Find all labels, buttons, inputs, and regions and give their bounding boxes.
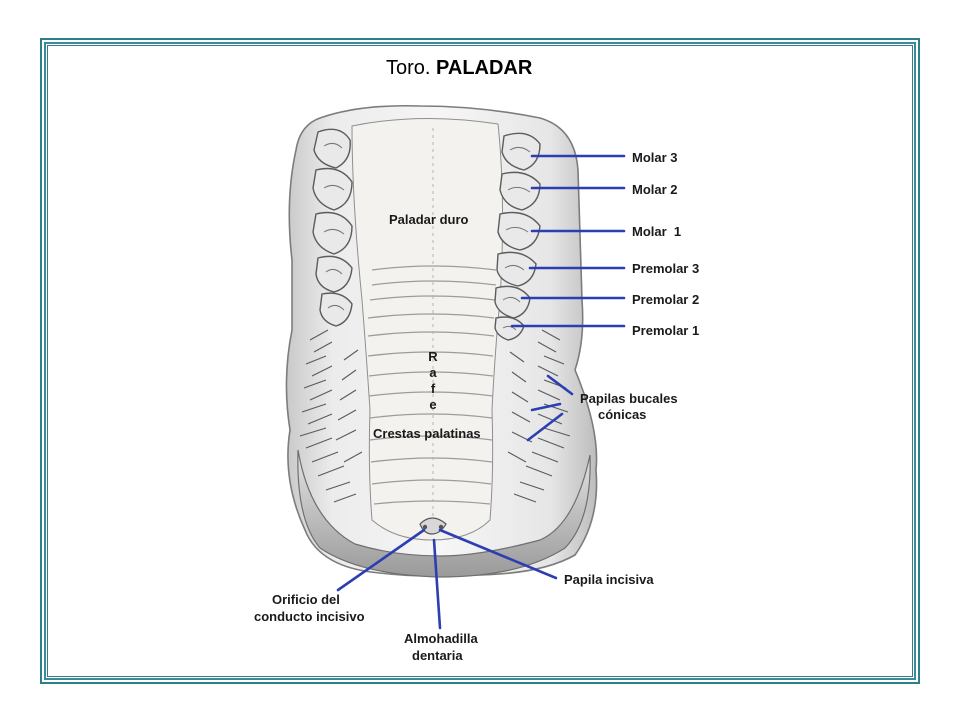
leader-papila-incisiva [438,528,558,580]
label-molar2: Molar 2 [632,182,678,197]
label-orificio-line1: Orificio del [272,592,340,607]
buccal-papillae-left [299,329,363,503]
leader-papilas-2 [530,402,562,412]
left-teeth-row [312,128,353,327]
label-molar3: Molar 3 [632,150,678,165]
label-rafe-e: e [429,397,436,412]
left-teeth-detail [323,142,345,311]
dental-pad [297,449,591,578]
label-rafe-r: R [428,349,438,364]
right-teeth-detail [502,146,531,331]
label-papilas-line2: cónicas [598,407,646,422]
leader-orificio [336,528,426,592]
slide-frame [40,38,920,684]
label-rafe-f: f [431,381,436,396]
label-orificio-line2: conducto incisivo [254,609,365,624]
title-prefix: Toro. [386,57,431,79]
leader-papilas-3 [526,412,564,442]
hard-palate [351,117,504,541]
label-papilas-line1: Papilas bucales [580,391,678,406]
leader-lines [336,154,626,630]
label-molar1: Molar 1 [632,224,681,239]
leader-almohadilla [432,538,442,630]
right-teeth-row [494,132,541,341]
title-main: PALADAR [436,57,533,79]
leader-papilas-1 [546,374,574,396]
label-premolar1: Premolar 1 [632,323,699,338]
label-crestas-palatinas: Crestas palatinas [373,426,481,441]
label-premolar2: Premolar 2 [632,292,699,307]
slide-title: Toro. PALADAR [386,57,532,80]
label-paladar-duro: Paladar duro [389,212,469,227]
label-papila-incisiva: Papila incisiva [564,572,654,587]
label-premolar3: Premolar 3 [632,261,699,276]
label-rafe-a: a [429,365,437,380]
palatine-ridges [367,265,497,505]
label-almohadilla-line2: dentaria [412,648,463,663]
label-almohadilla-line1: Almohadilla [404,631,478,646]
